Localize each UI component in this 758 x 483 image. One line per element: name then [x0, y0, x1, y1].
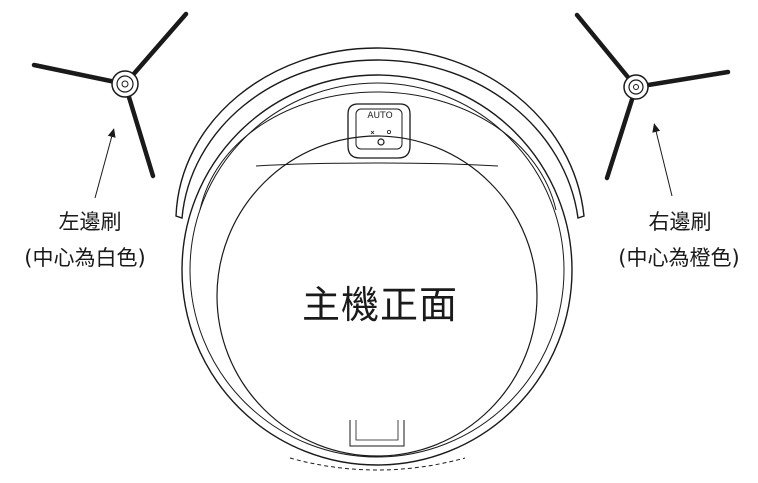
main-body-label: 主機正面	[301, 283, 458, 327]
left-brush-name: 左邊刷	[58, 210, 122, 234]
auto-button-label[interactable]: AUTO	[367, 111, 393, 121]
right-brush-note: (中心為橙色)	[618, 246, 740, 270]
right-brush-hub-center	[633, 84, 639, 90]
inner-rim	[189, 82, 565, 458]
left-brush-arrow	[94, 128, 116, 199]
cover-seam	[255, 162, 499, 167]
left-brush-note: (中心為白色)	[24, 246, 146, 270]
bumper-inner-line	[199, 91, 557, 211]
left-brush-hub-center	[121, 80, 129, 88]
right-brush-name: 右邊刷	[648, 210, 712, 234]
control-panel-frame	[347, 103, 411, 159]
handle-notch-inner	[355, 420, 399, 441]
right-brush-bristle-2	[633, 69, 731, 90]
right-brush-icon	[574, 12, 731, 181]
left-brush-bristle-3	[122, 81, 156, 179]
bottom-dashed-arc	[289, 457, 466, 471]
right-brush-bristle-1	[574, 12, 639, 90]
right-brush-arrow	[652, 123, 673, 197]
right-brush-bristle-3	[604, 84, 639, 181]
robot-body	[175, 47, 585, 471]
top-bumper	[175, 47, 585, 219]
left-brush-bristle-2	[122, 11, 189, 87]
status-light-icon	[386, 129, 391, 134]
face-plate	[216, 135, 538, 457]
left-brush-bristle-1	[31, 62, 128, 87]
outer-rim	[181, 74, 573, 466]
power-button-icon[interactable]	[377, 138, 385, 146]
control-panel-inset	[355, 108, 403, 150]
left-brush-icon	[31, 11, 189, 179]
control-panel	[347, 103, 411, 159]
handle-notch	[349, 420, 405, 447]
spot-mode-icon	[370, 130, 375, 135]
